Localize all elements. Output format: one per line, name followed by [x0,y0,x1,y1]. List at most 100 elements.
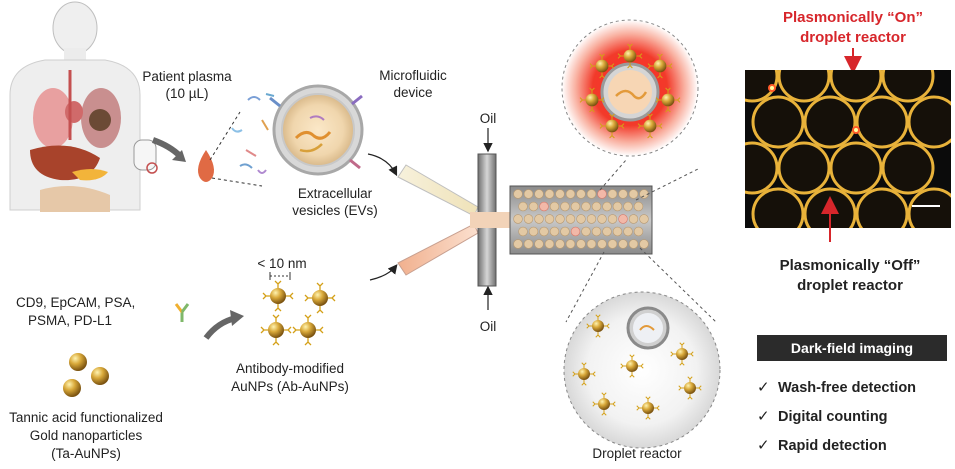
droplet [612,201,623,212]
droplet [602,201,612,212]
size-scale-bar [269,272,291,280]
darkfield-title: Dark-field imaging [791,340,913,356]
droplet [523,189,534,199]
droplet [518,226,528,237]
darkfield-cell [829,141,883,195]
droplet [565,239,576,249]
droplet [523,214,534,224]
ev-label-line1: Extracellular [298,186,373,201]
feature-item: Rapid detection [778,438,887,454]
droplet [539,226,549,237]
darkfield-cell [745,70,779,103]
feature-item: Digital counting [778,409,888,425]
droplet [581,201,591,212]
droplet [528,226,539,237]
check-icon: ✓ [757,379,770,396]
droplet [591,226,602,237]
darkfield-cell [855,95,909,149]
patient-plasma-volume: (10 µL) [165,86,208,101]
droplet-reactor-label: Droplet reactor [592,446,682,461]
feature-item: Wash-free detection [778,380,916,396]
patient-plasma-label: Patient plasma [142,69,232,84]
droplet [607,189,618,199]
arrow-icon [367,153,398,177]
droplet [623,226,633,237]
droplet [565,214,576,224]
darkfield-cell [745,141,779,195]
droplet [623,201,633,212]
droplet [570,201,581,212]
droplet [544,214,555,224]
on-label-line2: droplet reactor [800,29,906,46]
droplet [591,201,602,212]
droplet [528,201,539,212]
check-icon: ✓ [757,408,770,425]
droplet [549,201,560,212]
darkfield-header [757,335,947,361]
droplet [555,189,565,199]
droplet [560,201,570,212]
droplet [576,214,586,224]
droplet [597,214,607,224]
darkfield-cell [855,187,909,228]
droplet [544,189,555,199]
droplet [618,239,628,249]
size-label: < 10 nm [257,256,306,271]
droplet [618,214,628,224]
microfluidic-label-line1: Microfluidic [379,68,447,83]
droplet [628,189,639,199]
droplet [513,189,523,199]
droplet [618,189,628,199]
droplet [565,189,576,199]
droplet [612,226,623,237]
droplet [586,214,597,224]
darkfield-cell [907,187,951,228]
extracellular-vesicle-icon [269,84,364,176]
droplet [597,239,607,249]
arrow-icon [369,264,398,281]
on-label-line1: Plasmonically “On” [783,9,923,26]
droplet [549,226,560,237]
gold-nanoparticle-icon [63,353,109,397]
droplet [633,201,644,212]
off-droplet-bubble [563,291,721,449]
off-label-line1: Plasmonically “Off” [780,257,921,274]
droplet [570,226,581,237]
ta-aunp-label-line2: Gold nanoparticles [30,428,143,443]
darkfield-cell [751,187,805,228]
droplet [633,226,644,237]
ab-aunp-label-line1: Antibody-modified [236,361,344,376]
darkfield-cell [751,95,805,149]
droplet [576,239,586,249]
antibody-icon [174,303,190,322]
ev-label-line2: vesicles (EVs) [292,203,378,218]
droplet [518,201,528,212]
check-icon: ✓ [757,437,770,454]
droplet [586,189,597,199]
droplet [513,239,523,249]
darkfield-cell [907,95,951,149]
darkfield-image [745,70,951,228]
droplet [534,189,544,199]
plasma-components [231,93,275,174]
droplet [639,214,649,224]
droplet [560,226,570,237]
markers-line1: CD9, EpCAM, PSA, [16,295,135,310]
droplet [555,214,565,224]
darkfield-cell [777,141,831,195]
droplet [602,226,612,237]
droplet [539,201,549,212]
human-body-icon [9,1,158,212]
droplet [628,239,639,249]
oil-top-label: Oil [480,111,497,126]
droplet [607,239,618,249]
oil-bottom-label: Oil [480,319,497,334]
darkfield-cell [777,70,831,103]
droplet [555,239,565,249]
droplet [534,239,544,249]
ab-aunp-cluster [260,280,336,346]
darkfield-cell [881,141,935,195]
darkfield-cell [803,95,857,149]
darkfield-cell [829,70,883,103]
